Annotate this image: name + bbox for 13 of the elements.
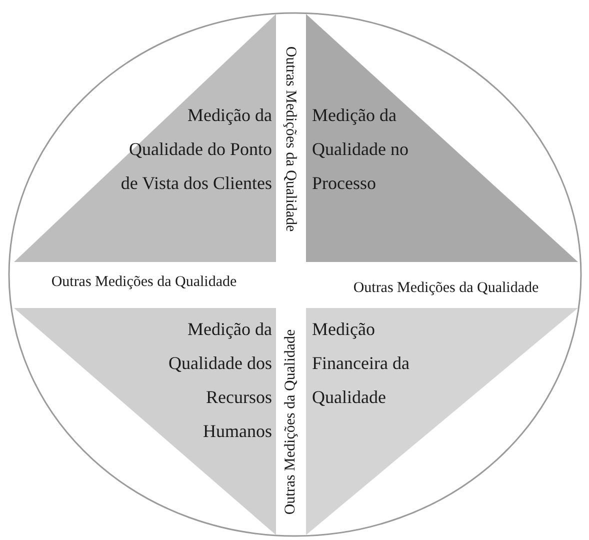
segment-label: Medição Financeira da Qualidade (312, 318, 410, 409)
band-label: Outras Medições da Qualidade (282, 46, 300, 232)
triangle-segment (306, 308, 578, 535)
triangle-segment (14, 308, 276, 535)
circle-outline (8, 12, 582, 537)
triangle-segment (14, 14, 276, 262)
segment-label: Medição da Qualidade dos Recursos Humanos (168, 318, 272, 443)
segment-label: Medição da Qualidade no Processo (312, 104, 410, 195)
band-label: Outras Medições da Qualidade (353, 279, 539, 297)
segment-label: Medição da Qualidade do Ponto de Vista dos Clientes (120, 104, 272, 195)
triangle-segment (306, 14, 578, 262)
band-label: Outras Medições da Qualidade (51, 273, 237, 291)
band-label: Outras Medições da Qualidade (282, 329, 300, 515)
